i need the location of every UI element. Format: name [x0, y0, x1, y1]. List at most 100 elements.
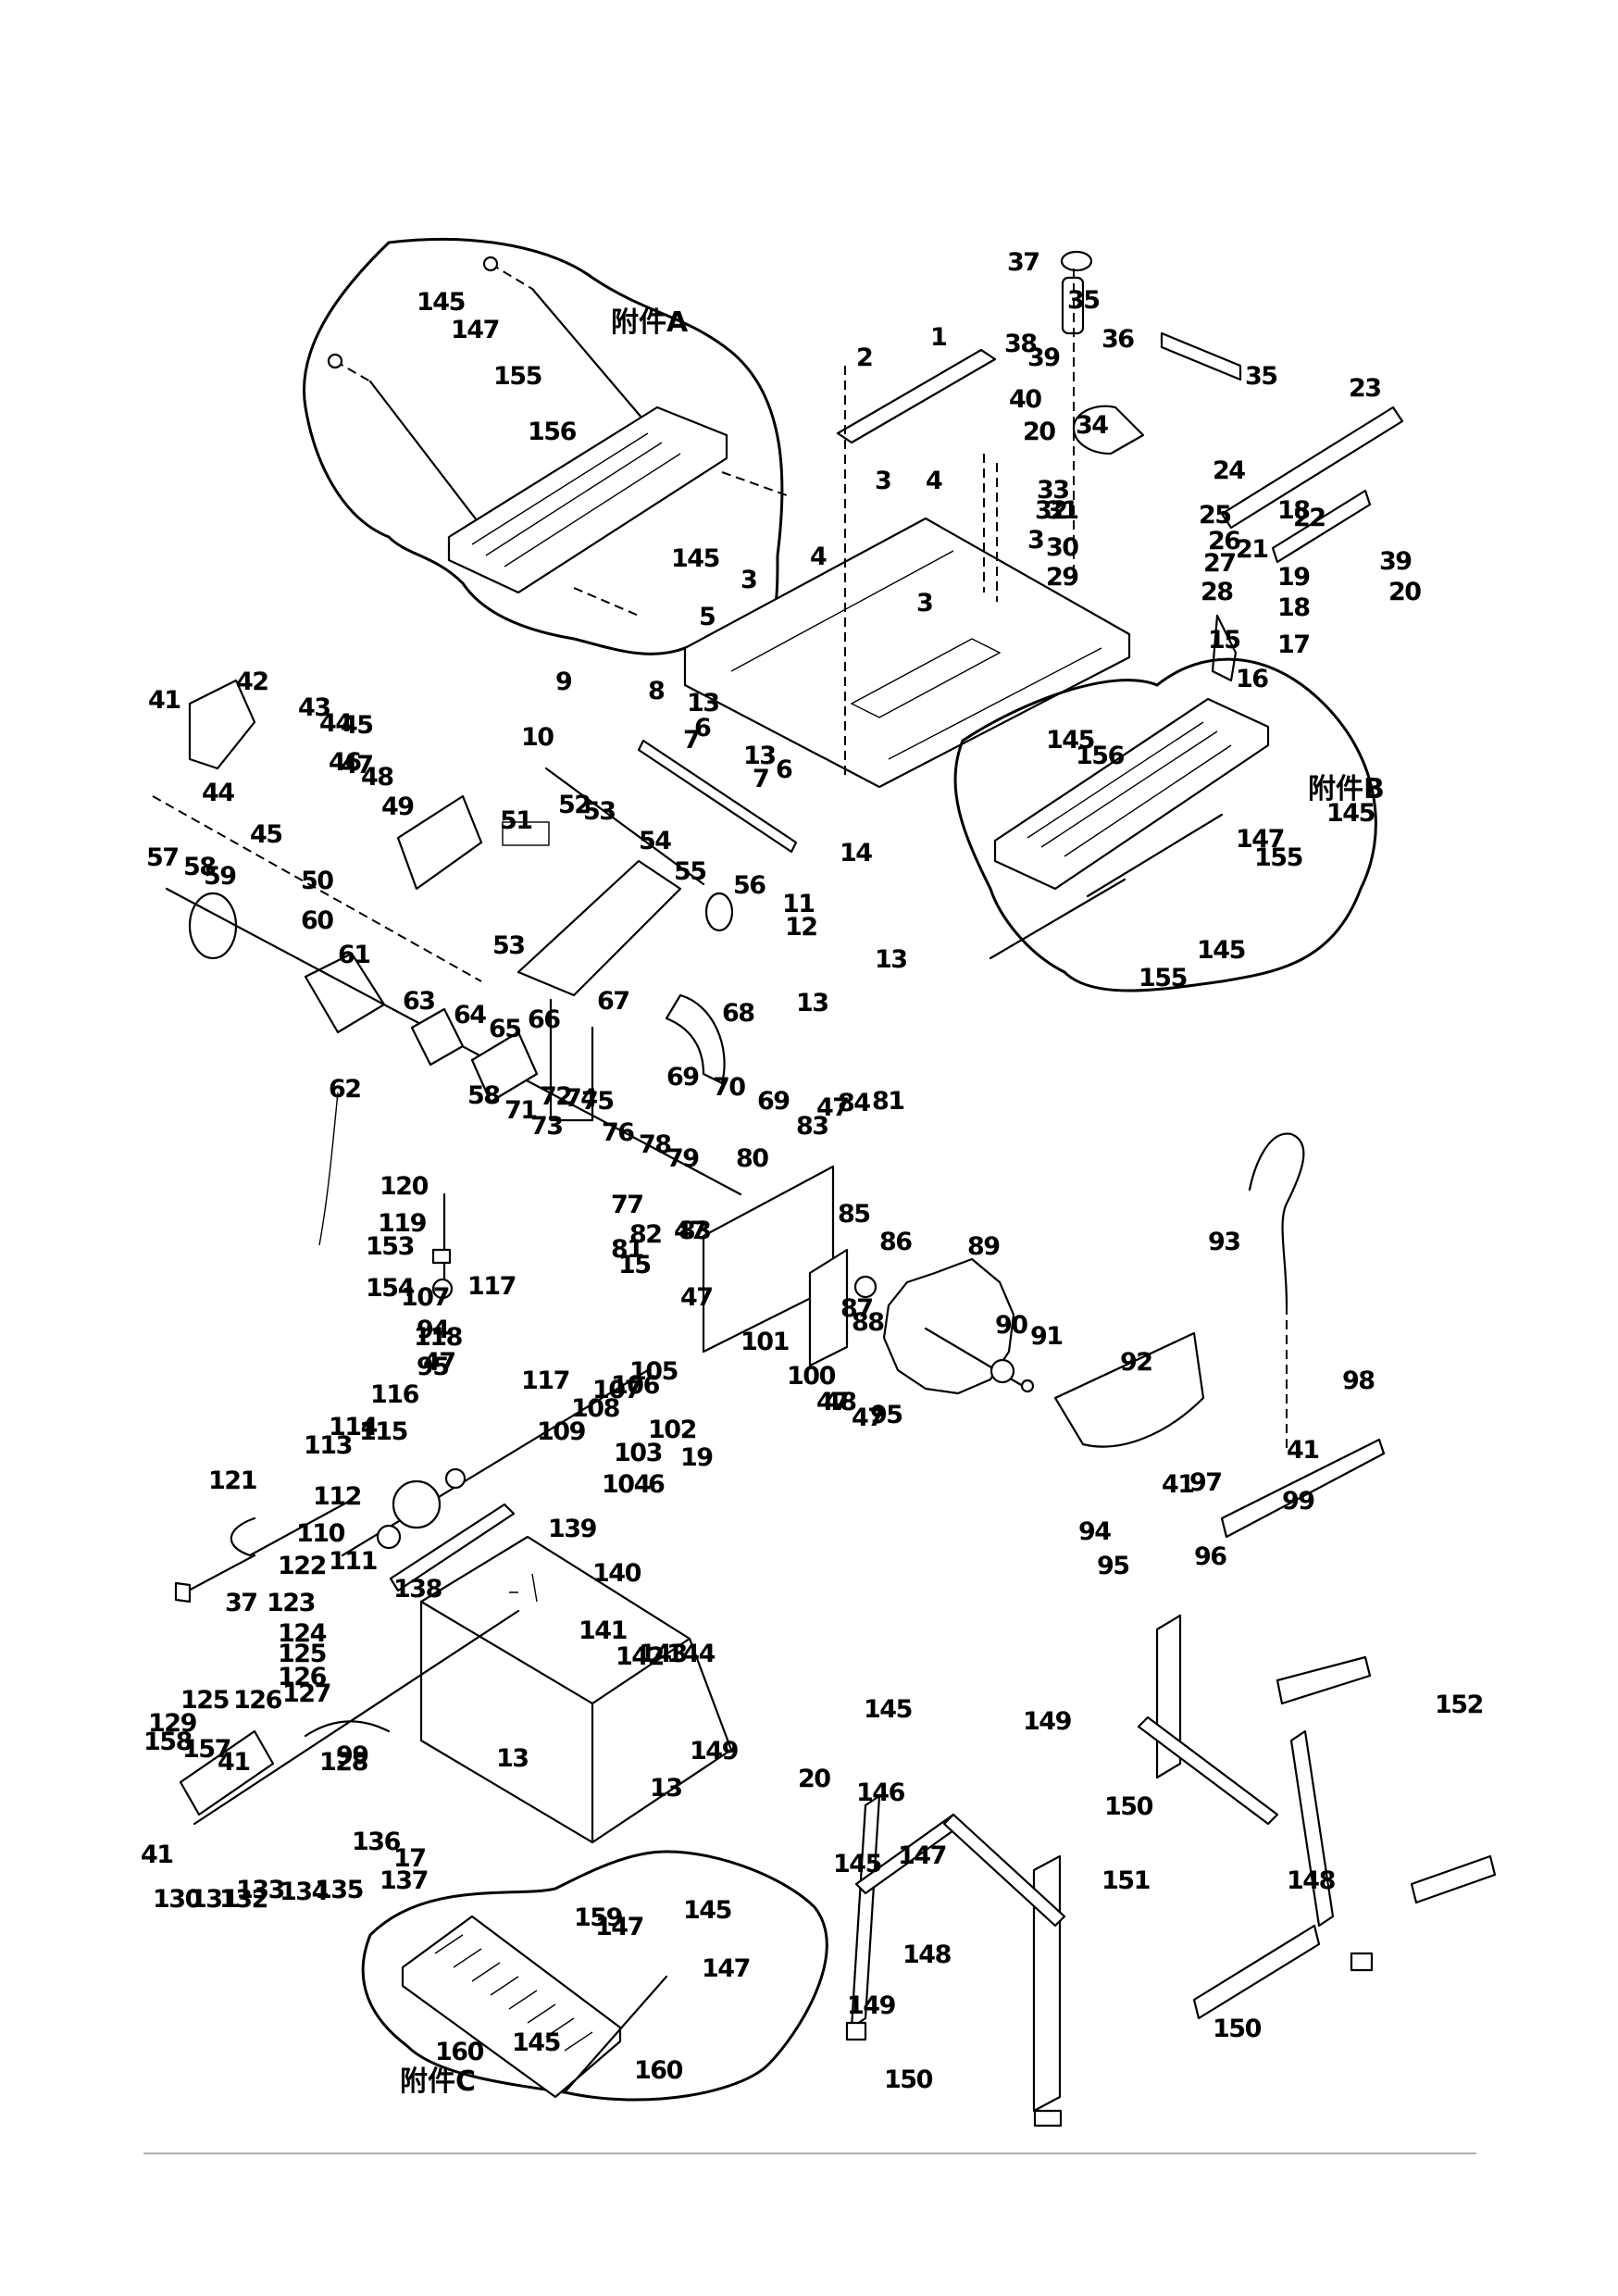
- callout-18: 18: [1277, 496, 1310, 525]
- callout-153: 153: [366, 1232, 414, 1261]
- callout-57: 57: [146, 843, 179, 872]
- support-rod: [530, 287, 654, 432]
- pinion: [376, 1524, 402, 1550]
- callout-47: 47: [816, 1093, 849, 1122]
- callout-41: 41: [148, 686, 180, 715]
- blade-guard-lower: [1053, 1331, 1205, 1448]
- dust-collection: [1053, 1132, 1386, 1539]
- callout-74: 74: [565, 1084, 597, 1113]
- callout-160: 160: [435, 2038, 484, 2066]
- callout-30: 30: [1046, 533, 1078, 562]
- flange: [853, 1275, 877, 1299]
- callout-3: 3: [1027, 526, 1043, 555]
- callout-70: 70: [713, 1073, 745, 1102]
- callout-126: 126: [233, 1686, 282, 1715]
- callout-45: 45: [250, 820, 282, 849]
- callout-97: 97: [1189, 1468, 1222, 1497]
- callout-28: 28: [1201, 578, 1233, 606]
- callout-25: 25: [1199, 501, 1231, 530]
- callout-68: 68: [722, 999, 754, 1028]
- callout-148: 148: [902, 1940, 952, 1969]
- callout-154: 154: [366, 1274, 415, 1303]
- saw-blade: [882, 1257, 1035, 1395]
- callout-117: 117: [467, 1272, 516, 1301]
- callout-14: 14: [840, 839, 872, 867]
- callout-99: 99: [336, 1741, 368, 1770]
- callout-94: 94: [417, 1316, 449, 1344]
- stand-rail: [1137, 1716, 1279, 1826]
- callout-118: 118: [414, 1323, 463, 1352]
- callout-13: 13: [687, 689, 719, 718]
- callout-13: 13: [875, 945, 907, 974]
- stand-bracket: [1410, 1854, 1497, 1904]
- callout-81: 81: [872, 1087, 904, 1116]
- callout-126: 126: [278, 1663, 327, 1691]
- callout-145: 145: [833, 1850, 881, 1878]
- callout-91: 91: [1030, 1322, 1063, 1351]
- callout-78: 78: [639, 1130, 671, 1159]
- callout-151: 151: [1101, 1866, 1150, 1895]
- callout-7: 7: [753, 765, 768, 793]
- callout-21: 21: [1236, 535, 1268, 564]
- callout-143: 143: [639, 1640, 687, 1668]
- callout-55: 55: [674, 857, 706, 886]
- callout-54: 54: [639, 827, 671, 855]
- callout-53: 53: [583, 797, 616, 826]
- callout-58: 58: [183, 853, 216, 881]
- callout-149: 149: [847, 1991, 896, 2020]
- callout-145: 145: [417, 288, 465, 317]
- callout-15: 15: [618, 1251, 651, 1279]
- rod: [544, 767, 705, 886]
- callout-94: 94: [1078, 1517, 1111, 1546]
- callout-83: 83: [796, 1112, 828, 1141]
- callout-64: 64: [454, 1001, 486, 1029]
- bracket-outline: [549, 998, 594, 1122]
- callout-113: 113: [304, 1431, 352, 1460]
- callout-150: 150: [1213, 2015, 1262, 2043]
- callout-18: 18: [1277, 593, 1310, 622]
- callout-4: 4: [810, 543, 827, 571]
- knob: [704, 892, 734, 932]
- collar: [431, 1248, 452, 1265]
- callout-137: 137: [380, 1866, 428, 1895]
- extension-table: [993, 697, 1270, 891]
- miter-bar: [836, 348, 997, 444]
- callout-115: 115: [359, 1417, 407, 1446]
- callout-146: 146: [856, 1778, 905, 1807]
- callout-12: 12: [785, 913, 817, 942]
- callout-10: 10: [521, 723, 554, 752]
- callout-41: 41: [141, 1841, 173, 1869]
- support-rod: [368, 380, 488, 534]
- cover-plate: [665, 993, 726, 1085]
- callout-96: 96: [1194, 1542, 1226, 1571]
- callout-107: 107: [592, 1376, 641, 1404]
- callout-5: 5: [699, 603, 715, 631]
- callout-41: 41: [218, 1748, 250, 1777]
- callout-71: 71: [504, 1096, 537, 1125]
- bolt-icon: [482, 256, 499, 272]
- callout-47: 47: [680, 1283, 713, 1312]
- callout-3: 3: [875, 467, 890, 495]
- fence-handle: [1211, 614, 1238, 682]
- blade-guard: [517, 859, 682, 997]
- callout-127: 127: [282, 1679, 330, 1708]
- callout-152: 152: [1435, 1691, 1483, 1719]
- housing-body: [419, 1600, 733, 1844]
- callout-109: 109: [537, 1417, 586, 1446]
- callout-80: 80: [736, 1144, 768, 1173]
- callout-17: 17: [393, 1844, 426, 1873]
- callout-11: 11: [782, 890, 815, 918]
- plug-cord: [183, 1554, 256, 1594]
- callout-19: 19: [1277, 563, 1310, 592]
- arbor-nut: [1020, 1379, 1035, 1393]
- callout-145: 145: [1326, 799, 1375, 828]
- callout-155: 155: [1254, 843, 1302, 872]
- group-c-label: 附件C: [400, 2065, 476, 2098]
- callout-114: 114: [329, 1413, 378, 1441]
- callout-6: 6: [648, 1470, 665, 1499]
- plug: [174, 1581, 192, 1603]
- callout-120: 120: [380, 1172, 429, 1201]
- callout-63: 63: [403, 987, 435, 1016]
- callout-73: 73: [530, 1112, 563, 1141]
